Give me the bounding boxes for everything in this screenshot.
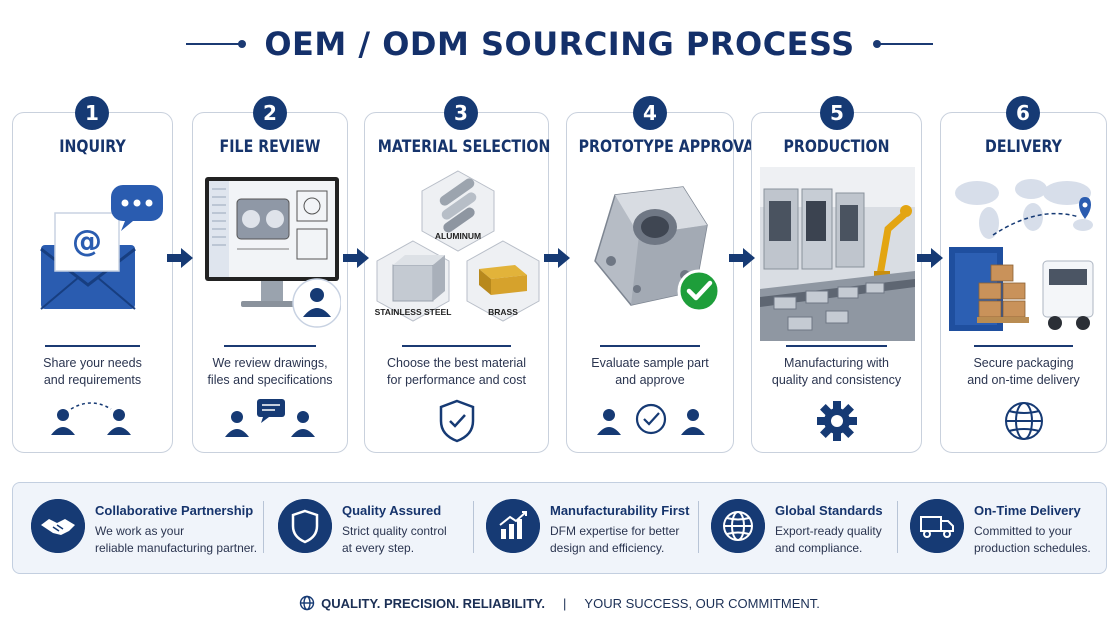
handshake-icon xyxy=(31,499,85,553)
benefit-separator xyxy=(473,501,474,553)
page-title: OEM / ODM SOURCING PROCESS xyxy=(264,25,855,63)
robot-arm-icon xyxy=(876,209,910,279)
prototype-part-illustration xyxy=(594,186,721,313)
svg-text:@: @ xyxy=(72,224,102,259)
step-number-badge: 1 xyxy=(75,96,109,130)
step-title: PROTOTYPE APPROVAL xyxy=(578,137,764,156)
step-divider xyxy=(401,345,512,347)
step-title: DELIVERY xyxy=(985,137,1062,156)
step-file-review-card: FILE REVIEW We review drawings,files and… xyxy=(192,112,348,453)
benefit-title: Manufacturability First xyxy=(550,503,690,518)
location-pin-icon xyxy=(1079,197,1091,219)
chart-icon xyxy=(486,499,540,553)
arrow-right-icon xyxy=(544,248,570,268)
email-illustration: @ xyxy=(40,185,163,310)
step-title: FILE REVIEW xyxy=(219,137,321,156)
benefit-manufacturability-first: Manufacturability First DFM expertise fo… xyxy=(486,483,696,575)
approval-people-icon xyxy=(597,403,705,435)
benefit-separator xyxy=(698,501,699,553)
arrow-right-icon xyxy=(729,248,755,268)
globe-icon xyxy=(299,595,315,611)
discussion-icon xyxy=(225,399,315,437)
globe-icon xyxy=(1005,402,1043,440)
step-title: MATERIAL SELECTION xyxy=(377,137,551,156)
step-number-badge: 4 xyxy=(633,96,667,130)
benefit-title: Quality Assured xyxy=(342,503,442,518)
material-label-aluminum: ALUMINUM xyxy=(435,231,481,241)
step-divider xyxy=(785,345,888,347)
shield-check-icon xyxy=(439,399,475,443)
globe-icon xyxy=(711,499,765,553)
materials-illustration: ALUMINUM STAINLESS STEEL BRASS xyxy=(375,170,540,322)
benefit-collaborative-partnership: Collaborative Partnership We work as you… xyxy=(31,483,271,575)
step-number-badge: 2 xyxy=(253,96,287,130)
material-label-brass: BRASS xyxy=(488,307,518,317)
people-connect-icon xyxy=(51,402,131,435)
arrow-right-icon xyxy=(917,248,943,268)
factory-illustration xyxy=(760,167,915,341)
step-number-badge: 6 xyxy=(1006,96,1040,130)
benefits-panel: Collaborative Partnership We work as you… xyxy=(12,482,1107,574)
step-divider xyxy=(44,345,141,347)
step-title: INQUIRY xyxy=(59,137,126,156)
truck-icon xyxy=(910,499,964,553)
title-decoration-right xyxy=(872,40,933,48)
step-material-selection-card: MATERIAL SELECTION ALUMINUM STAINLESS ST… xyxy=(364,112,551,453)
shield-icon xyxy=(278,499,332,553)
step-number-badge: 3 xyxy=(444,96,478,130)
benefit-separator xyxy=(897,501,898,553)
material-label-stainless-steel: STAINLESS STEEL xyxy=(375,307,452,317)
shipping-illustration xyxy=(949,179,1094,331)
step-divider xyxy=(223,345,317,347)
step-divider xyxy=(600,345,700,347)
benefit-title: On-Time Delivery xyxy=(974,503,1081,518)
cad-monitor-illustration xyxy=(205,177,341,328)
footer-left-text: QUALITY. PRECISION. RELIABILITY. xyxy=(321,595,546,611)
header: OEM / ODM SOURCING PROCESS xyxy=(0,22,1119,66)
benefit-title: Global Standards xyxy=(775,503,883,518)
step-description: We review drawings,files and specificati… xyxy=(207,356,333,387)
arrow-right-icon xyxy=(343,248,369,268)
step-number-badge: 5 xyxy=(820,96,854,130)
world-map-icon xyxy=(955,179,1093,239)
check-badge-icon xyxy=(677,269,721,313)
step-divider xyxy=(974,345,1073,347)
benefit-separator xyxy=(263,501,264,553)
footer-tagline: QUALITY. PRECISION. RELIABILITY. | YOUR … xyxy=(0,592,1119,614)
user-avatar xyxy=(292,278,341,328)
arrow-right-icon xyxy=(167,248,193,268)
gear-icon xyxy=(817,401,857,441)
title-decoration-left xyxy=(186,40,247,48)
step-title: PRODUCTION xyxy=(783,137,890,156)
footer-right-text: YOUR SUCCESS, OUR COMMITMENT. xyxy=(584,595,820,611)
benefit-title: Collaborative Partnership xyxy=(95,503,254,518)
footer-separator: | xyxy=(563,595,567,611)
